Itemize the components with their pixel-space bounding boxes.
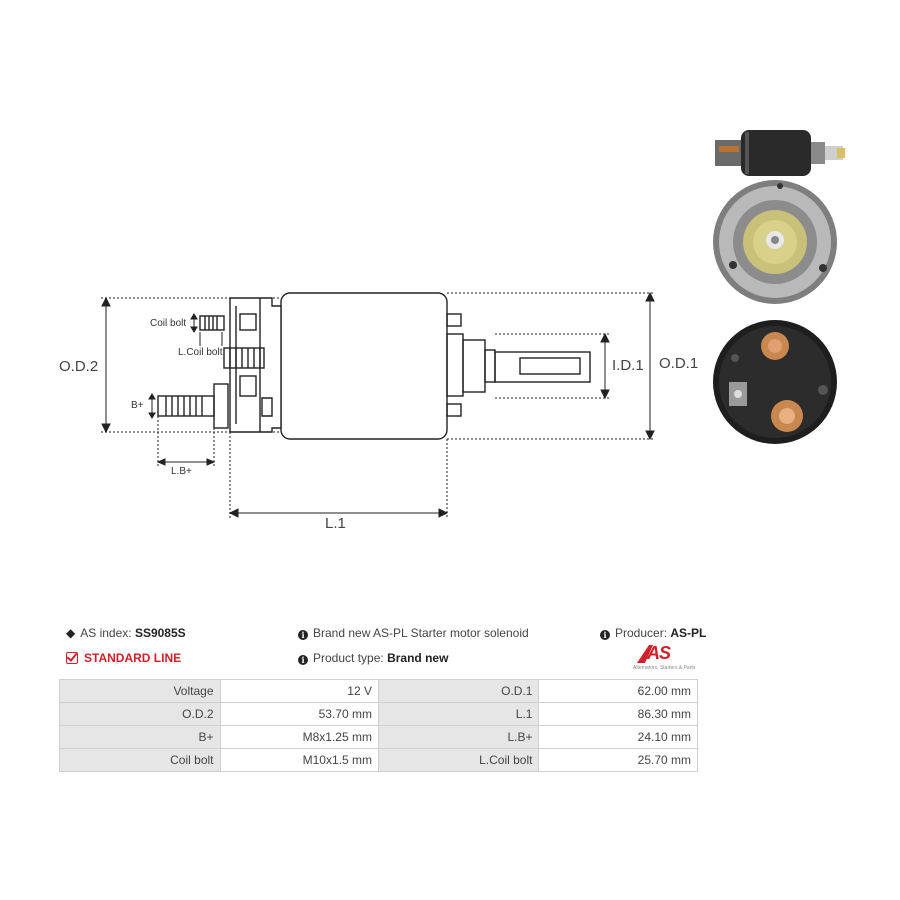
spec-value: M10x1.5 mm	[219, 748, 379, 772]
logo-text: AS	[647, 643, 671, 663]
l-coil-bolt-label: L.Coil bolt	[178, 347, 223, 358]
spec-key: Voltage	[59, 679, 221, 703]
as-index-label: AS index:	[80, 626, 132, 640]
spec-value: 62.00 mm	[538, 679, 698, 703]
as-index: ◆ AS index: SS9085S	[66, 626, 186, 640]
coil-bolt-label: Coil bolt	[150, 318, 187, 329]
logo-subtitle: Alternators, Starters & Parts	[633, 665, 696, 671]
product-photos	[713, 130, 845, 444]
front-view-photo	[713, 180, 837, 304]
spec-key: O.D.1	[377, 679, 540, 703]
spec-value: 25.70 mm	[538, 748, 698, 772]
spec-key: O.D.2	[59, 702, 221, 726]
info-icon: i	[298, 655, 308, 665]
terminal-view-photo	[713, 320, 837, 444]
product-type-label: Product type:	[313, 651, 384, 665]
product-type: i Product type: Brand new	[298, 651, 448, 665]
table-row: Voltage 12 V O.D.1 62.00 mm	[59, 679, 698, 703]
description-text: Brand new AS-PL Starter motor solenoid	[313, 626, 529, 640]
spec-value: 12 V	[219, 679, 379, 703]
table-row: Coil bolt M10x1.5 mm L.Coil bolt 25.70 m…	[59, 748, 698, 772]
od2-label: O.D.2	[59, 358, 99, 375]
spec-table: Voltage 12 V O.D.1 62.00 mm O.D.2 53.70 …	[59, 679, 698, 772]
producer-label: Producer:	[615, 626, 668, 640]
spec-value: 86.30 mm	[538, 702, 698, 726]
coil-bolt	[199, 315, 225, 331]
producer: i Producer: AS-PL	[600, 626, 706, 640]
solenoid-body	[280, 292, 448, 440]
spec-key: B+	[59, 725, 221, 749]
id1-label: I.D.1	[612, 357, 644, 374]
spec-key: Coil bolt	[59, 748, 221, 772]
spec-key: L.Coil bolt	[377, 748, 540, 772]
spec-key: L.B+	[377, 725, 540, 749]
spec-value: 53.70 mm	[219, 702, 379, 726]
tag-icon: ◆	[66, 626, 76, 640]
bplus-label: B+	[131, 400, 144, 411]
info-icon: i	[298, 630, 308, 640]
spec-value: 24.10 mm	[538, 725, 698, 749]
l1-label: L.1	[325, 515, 346, 532]
description: i Brand new AS-PL Starter motor solenoid	[298, 626, 529, 640]
table-row: B+ M8x1.25 mm L.B+ 24.10 mm	[59, 725, 698, 749]
table-row: O.D.2 53.70 mm L.1 86.30 mm	[59, 702, 698, 726]
side-view-photo	[715, 130, 845, 176]
check-icon	[66, 652, 78, 664]
spec-key: L.1	[377, 702, 540, 726]
producer-value: AS-PL	[670, 626, 707, 640]
od1-label: O.D.1	[659, 355, 699, 372]
info-icon: i	[600, 630, 610, 640]
product-type-value: Brand new	[387, 651, 449, 665]
plunger	[494, 351, 591, 383]
lb-label: L.B+	[171, 466, 192, 477]
spec-value: M8x1.25 mm	[219, 725, 379, 749]
as-logo: AS Alternators, Starters & Parts	[633, 643, 699, 673]
standard-line-text: STANDARD LINE	[84, 651, 182, 665]
logo-graphic	[637, 645, 653, 663]
standard-line-badge: STANDARD LINE	[66, 651, 181, 665]
as-index-value: SS9085S	[134, 626, 186, 640]
solenoid-drawing	[101, 291, 655, 518]
